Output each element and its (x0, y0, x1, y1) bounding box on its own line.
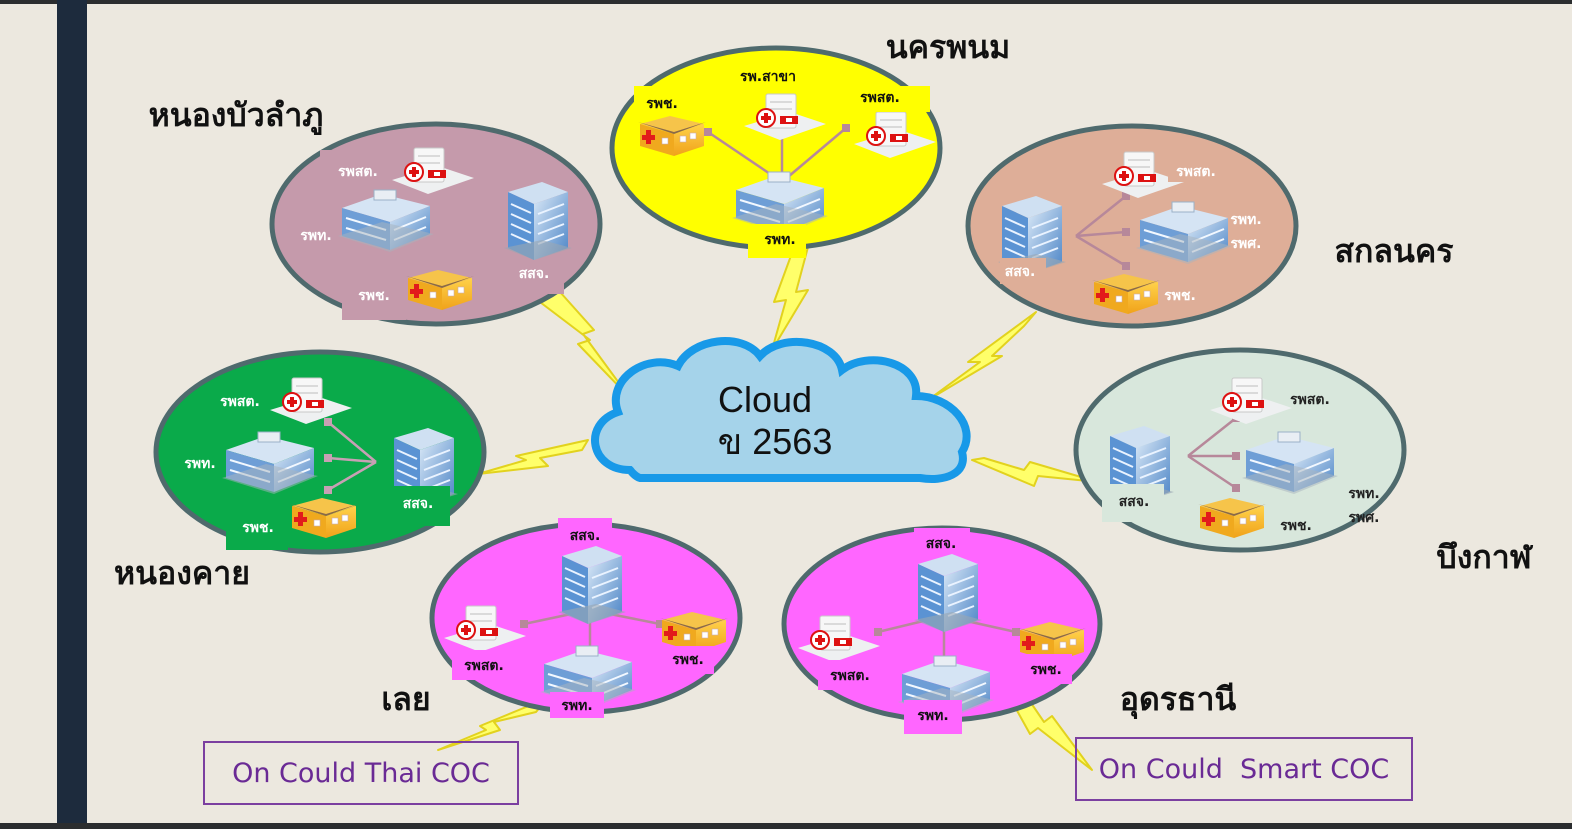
node-label: รพช. (242, 520, 274, 536)
callout-smart-coc: On Could Smart COC (1075, 737, 1413, 801)
node-label: รพ.สาขา (740, 69, 796, 85)
region-name: บึงกาฬ (1436, 538, 1533, 576)
region-udon-thani: สสจ. รพสต. รพช. รพท. อุดรธานี (781, 525, 1237, 734)
node-label: รพศ. (1349, 510, 1380, 526)
node-label: รพช. (646, 96, 678, 112)
bottom-border (0, 823, 1572, 829)
node-label: รพท. (561, 698, 592, 714)
node-label: รพช. (358, 288, 390, 304)
region-name: สกลนคร (1335, 232, 1454, 270)
region-nong-khai: รพสต. รพท. สสจ. รพช. หนองคาย (114, 349, 487, 592)
callout-label: On Could Thai COC (232, 758, 490, 789)
node-label: รพท. (184, 456, 215, 472)
cloud-title: Cloud (718, 379, 812, 420)
region-sakon-nakhon: รพสต. รพท. รพศ. สสจ. รพช. สกลนคร (965, 123, 1454, 329)
node-label: รพสต. (1176, 164, 1216, 180)
region-name: อุดรธานี (1120, 680, 1237, 720)
callout-label: On Could Smart COC (1099, 754, 1389, 785)
office-building-icon (503, 181, 573, 261)
node-label: รพสต. (860, 90, 900, 106)
node-label: สสจ. (519, 266, 550, 282)
node-label: รพท. (1348, 486, 1379, 502)
node-label: รพท. (764, 232, 795, 248)
office-building-icon (557, 545, 627, 625)
region-name: เลย (381, 680, 430, 718)
node-label: รพสต. (338, 164, 378, 180)
left-accent-bar (57, 0, 87, 829)
region-bueng-kan: รพสต. สสจ. รพช. รพท. รพศ. บึงกาฬ (1073, 347, 1534, 576)
node-label: รพช. (672, 652, 704, 668)
cloud-subtitle: ข 2563 (718, 421, 833, 462)
region-nakhon-phanom: รพ.สาขา รพช. รพสต. รพท. นครพนม (609, 28, 1011, 258)
node-label: รพท. (1230, 212, 1261, 228)
region-nong-bua-lamphu: รพสต. รพท. สสจ. รพช. หนองบัวลำภู (149, 96, 603, 327)
node-label: รพช. (1030, 662, 1062, 678)
lightning-bolt-icon (437, 231, 1099, 771)
region-loei: สสจ. รพสต. รพช. รพท. เลย (381, 518, 743, 718)
node-label: รพสต. (464, 658, 504, 674)
node-label: รพสต. (220, 394, 260, 410)
node-label: รพช. (1164, 288, 1196, 304)
office-building-icon (913, 553, 983, 633)
node-label: สสจ. (570, 528, 601, 544)
node-label: รพสต. (830, 668, 870, 684)
node-label: รพท. (300, 228, 331, 244)
node-label: รพท. (917, 708, 948, 724)
node-label: สสจ. (926, 536, 957, 552)
node-label: รพศ. (1231, 236, 1262, 252)
region-name: นครพนม (886, 28, 1011, 66)
node-label: รพสต. (1290, 392, 1330, 408)
node-label: รพช. (1280, 518, 1312, 534)
cloud-icon: Cloud ข 2563 (591, 337, 971, 483)
callout-thai-coc: On Could Thai COC (203, 741, 519, 805)
node-label: สสจ. (403, 496, 434, 512)
node-label: สสจ. (1005, 264, 1036, 280)
node-label: สสจ. (1119, 494, 1150, 510)
top-border (0, 0, 1572, 4)
region-name: หนองบัวลำภู (149, 96, 324, 136)
region-name: หนองคาย (114, 554, 250, 592)
